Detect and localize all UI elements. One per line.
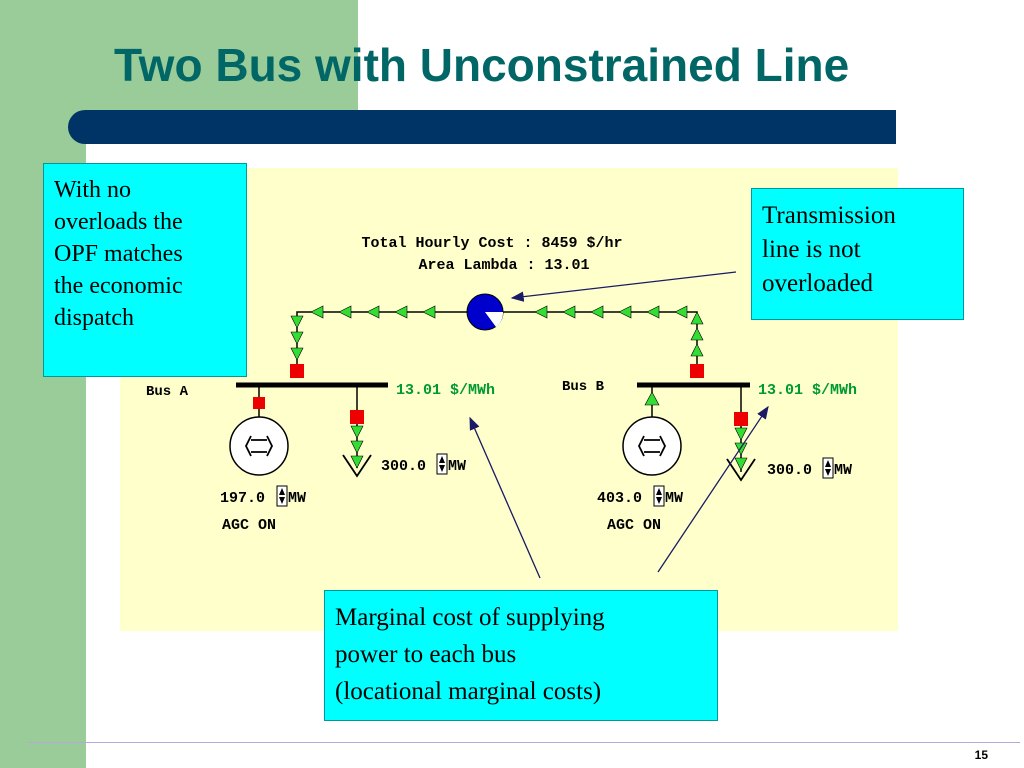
load-flow-arrow-icon [734, 442, 748, 456]
line-flow-arrow-icon [690, 311, 704, 325]
load-b-breaker[interactable] [734, 412, 748, 426]
bus-a-price: 13.01 $/MWh [396, 382, 495, 399]
bus-b-label: Bus B [562, 379, 605, 395]
line-breaker-b[interactable] [690, 364, 704, 378]
line-flow-arrow-icon [690, 327, 704, 341]
callout-opf-line-5: dispatch [54, 305, 134, 331]
callout-line-line-1: Transmission [762, 202, 896, 229]
callout-line-line-3: overloaded [762, 270, 874, 297]
load-flow-arrow-icon [734, 457, 748, 471]
gen-b-unit: MW [665, 490, 683, 507]
load-flow-arrow-icon [350, 455, 364, 469]
line-flow-arrow-icon [562, 305, 576, 319]
line-flow-arrow-icon [310, 305, 324, 319]
line-flow-arrow-icon [422, 305, 436, 319]
load-flow-arrow-icon [350, 440, 364, 454]
line-flow-arrow-icon [674, 305, 688, 319]
callout-pointer-bus-a [469, 416, 541, 579]
line-flow-arrow-icon [290, 331, 304, 345]
gen-b-output: 403.0 [597, 490, 642, 507]
line-breaker-a[interactable] [290, 364, 304, 378]
footer-divider [28, 742, 1020, 743]
gen-a-breaker[interactable] [253, 397, 265, 409]
line-flow-arrow-icon [618, 305, 632, 319]
line-flow-arrow-icon [646, 305, 660, 319]
callout-opf-line-4: the economic [54, 273, 183, 299]
generator-a-icon[interactable] [229, 416, 289, 476]
gen-b-spinner-icon[interactable] [653, 485, 665, 507]
callout-opf-line-3: OPF matches [54, 241, 183, 267]
load-b-value: 300.0 [767, 462, 812, 479]
load-a-icon[interactable] [342, 454, 372, 478]
callout-pointer-bus-b [657, 405, 769, 573]
callout-lmp-line-1: Marginal cost of supplying [335, 604, 605, 631]
load-b-flow-arrows [734, 427, 748, 471]
generator-b-icon[interactable] [622, 416, 682, 476]
load-flow-arrow-icon [734, 427, 748, 441]
line-flow-arrow-icon [590, 305, 604, 319]
slide-title: Two Bus with Unconstrained Line [114, 39, 850, 91]
gen-b-agc-status[interactable]: AGC ON [607, 517, 661, 534]
gen-a-spinner-icon[interactable] [276, 485, 288, 507]
load-flow-arrow-icon [350, 425, 364, 439]
callout-lmp: Marginal cost of supplying power to each… [324, 590, 718, 721]
bus-b-price: 13.01 $/MWh [758, 382, 857, 399]
gen-a-unit: MW [288, 490, 306, 507]
load-b-icon[interactable] [726, 458, 756, 482]
callout-opf-line-1: With no [54, 177, 132, 203]
load-a-unit: MW [448, 458, 466, 475]
load-b-unit: MW [834, 462, 852, 479]
load-a-flow-arrows [350, 425, 364, 469]
gen-a-output: 197.0 [220, 490, 265, 507]
callout-lmp-line-3: (locational marginal costs) [335, 678, 602, 705]
area-lambda-label: Area Lambda : 13.01 [418, 257, 589, 274]
callout-opf-line-2: overloads the [54, 209, 183, 235]
line-flow-arrow-icon [394, 305, 408, 319]
bus-a-label: Bus A [146, 384, 189, 400]
load-a-value: 300.0 [381, 458, 426, 475]
line-flow-arrow-icon [534, 305, 548, 319]
line-flow-arrows [290, 305, 704, 361]
load-a-spinner-icon[interactable] [436, 453, 448, 475]
gen-b-flow-arrow [644, 391, 660, 406]
callout-lmp-line-2: power to each bus [335, 641, 517, 668]
line-flow-arrow-icon [366, 305, 380, 319]
callout-line-status: Transmission line is not overloaded [751, 188, 964, 320]
line-flow-pie-icon[interactable] [466, 293, 504, 331]
total-cost-label: Total Hourly Cost : 8459 $/hr [361, 235, 622, 252]
line-flow-arrow-icon [338, 305, 352, 319]
load-b-spinner-icon[interactable] [822, 457, 834, 479]
callout-opf-note: With no overloads the OPF matches the ec… [43, 163, 247, 377]
title-decoration [86, 0, 358, 110]
line-flow-arrow-icon [290, 347, 304, 361]
callout-pointer-line [510, 271, 737, 302]
callout-line-line-2: line is not [762, 236, 861, 263]
load-a-breaker[interactable] [350, 410, 364, 424]
line-flow-arrow-icon [290, 315, 304, 329]
line-flow-arrow-icon [690, 343, 704, 357]
title-bar [68, 110, 896, 144]
gen-a-agc-status[interactable]: AGC ON [222, 517, 276, 534]
page-number: 15 [974, 748, 988, 762]
